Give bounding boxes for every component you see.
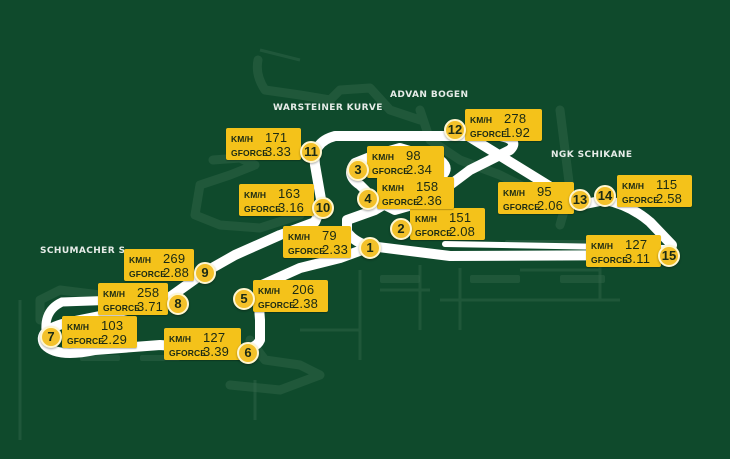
speed-label: KM/H <box>231 134 254 144</box>
corner-name-ngk-schikane: NGK SCHIKANE <box>551 150 633 160</box>
corner-name-schumacher-s: SCHUMACHER S <box>40 246 126 256</box>
gforce-label: GFORCE <box>67 336 104 346</box>
corner-6-marker[interactable]: 6 <box>237 342 259 364</box>
speed-value: 269 <box>163 251 186 266</box>
gforce-label: GFORCE <box>622 195 659 205</box>
corner-13-marker[interactable]: 13 <box>569 189 591 211</box>
gforce-label: GFORCE <box>372 166 409 176</box>
gforce-value: 2.34 <box>406 162 433 177</box>
corner-1-marker[interactable]: 1 <box>359 237 381 259</box>
gforce-value: 2.29 <box>101 332 128 347</box>
gforce-label: GFORCE <box>258 300 295 310</box>
speed-value: 278 <box>504 111 527 126</box>
corner-2-marker[interactable]: 2 <box>390 218 412 240</box>
speed-label: KM/H <box>169 334 192 344</box>
gforce-value: 1.92 <box>504 125 531 140</box>
gforce-label: GFORCE <box>288 246 325 256</box>
speed-label: KM/H <box>591 241 614 251</box>
speed-value: 98 <box>406 148 421 163</box>
corner-8-marker[interactable]: 8 <box>167 293 189 315</box>
speed-value: 79 <box>322 228 337 243</box>
gforce-value: 3.33 <box>265 144 292 159</box>
gforce-label: GFORCE <box>470 129 507 139</box>
corner-9-marker[interactable]: 9 <box>194 262 216 284</box>
speed-value: 151 <box>449 210 472 225</box>
speed-label: KM/H <box>258 286 281 296</box>
gforce-value: 3.39 <box>203 344 230 359</box>
gforce-label: GFORCE <box>591 255 628 265</box>
speed-value: 163 <box>278 186 301 201</box>
gforce-value: 3.71 <box>137 299 164 314</box>
speed-value: 115 <box>656 177 678 192</box>
speed-label: KM/H <box>288 232 311 242</box>
speed-value: 127 <box>625 237 648 252</box>
corner-4-marker[interactable]: 4 <box>357 188 379 210</box>
gforce-label: GFORCE <box>103 303 140 313</box>
corner-14-marker[interactable]: 14 <box>594 185 616 207</box>
gforce-label: GFORCE <box>382 197 419 207</box>
speed-value: 127 <box>203 330 226 345</box>
speed-label: KM/H <box>372 152 395 162</box>
speed-value: 95 <box>537 184 552 199</box>
gforce-value: 2.88 <box>163 265 190 280</box>
speed-value: 103 <box>101 318 124 333</box>
speed-label: KM/H <box>244 190 267 200</box>
corner-name-warsteiner-kurve: WARSTEINER KURVE <box>273 103 383 113</box>
speed-label: KM/H <box>103 289 126 299</box>
speed-label: KM/H <box>470 115 493 125</box>
speed-value: 258 <box>137 285 160 300</box>
gforce-value: 2.38 <box>292 296 319 311</box>
gforce-value: 2.08 <box>449 224 476 239</box>
gforce-value: 2.33 <box>322 242 349 257</box>
speed-label: KM/H <box>382 183 405 193</box>
corner-3-marker[interactable]: 3 <box>347 159 369 181</box>
gforce-label: GFORCE <box>244 204 281 214</box>
corner-11-marker[interactable]: 11 <box>300 141 322 163</box>
speed-label: KM/H <box>67 322 90 332</box>
corner-5-marker[interactable]: 5 <box>233 288 255 310</box>
gforce-label: GFORCE <box>503 202 540 212</box>
speed-label: KM/H <box>503 188 526 198</box>
corner-name-advan-bogen: ADVAN BOGEN <box>390 90 469 100</box>
gforce-label: GFORCE <box>129 269 166 279</box>
corner-12-marker[interactable]: 12 <box>444 119 466 141</box>
speed-label: KM/H <box>622 181 645 191</box>
gforce-value: 2.36 <box>416 193 443 208</box>
speed-value: 171 <box>265 130 288 145</box>
gforce-label: GFORCE <box>231 148 268 158</box>
corner-15-marker[interactable]: 15 <box>658 245 680 267</box>
gforce-label: GFORCE <box>169 348 206 358</box>
gforce-value: 2.58 <box>656 191 683 206</box>
speed-value: 206 <box>292 282 315 297</box>
speed-label: KM/H <box>415 214 438 224</box>
corner-7-marker[interactable]: 7 <box>40 326 62 348</box>
gforce-label: GFORCE <box>415 228 452 238</box>
gforce-value: 2.06 <box>537 198 564 213</box>
gforce-value: 3.11 <box>625 251 651 266</box>
speed-label: KM/H <box>129 255 152 265</box>
speed-value: 158 <box>416 179 439 194</box>
corner-10-marker[interactable]: 10 <box>312 197 334 219</box>
gforce-value: 3.16 <box>278 200 305 215</box>
